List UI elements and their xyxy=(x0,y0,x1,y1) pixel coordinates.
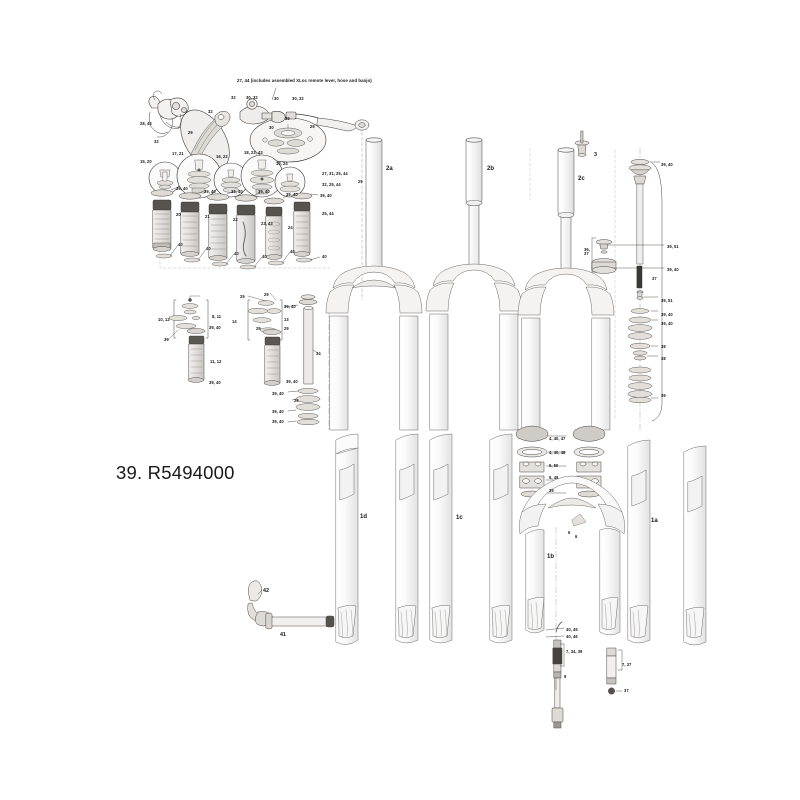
callout-c-40-b2: 40 xyxy=(206,246,211,251)
callout-c-39-51-r2: 39, 51 xyxy=(661,298,673,303)
callout-c-27-31: 27, 31, 25, 44 xyxy=(322,171,348,176)
callout-c-13: 13 xyxy=(284,317,289,322)
callout-c-29-m2: 29 xyxy=(264,292,269,297)
callout-c-39-40-t6: 39, 40 xyxy=(320,193,332,198)
callout-c-29-m1: 29 xyxy=(240,294,245,299)
callout-c-14: 14 xyxy=(232,319,237,324)
callout-c-37-r: 37 xyxy=(652,276,657,281)
callout-c-6-a: 6 xyxy=(568,530,571,535)
callout-c-29-m4: 29 xyxy=(284,326,289,331)
callout-c-37-bot: 37 xyxy=(624,688,629,693)
callout-c-10-12: 10, 12 xyxy=(158,317,170,322)
callout-c-29-d: 29 xyxy=(358,179,363,184)
callout-c-22: 22 xyxy=(233,217,238,222)
callout-c-39-40-r3: 39, 40 xyxy=(661,312,673,317)
callout-c-39-r: 39 xyxy=(661,393,666,398)
callout-c-26: 26 xyxy=(294,398,299,403)
callout-c-32-25-44: 32, 25, 44 xyxy=(322,182,341,187)
callout-c-39-cr: 39 xyxy=(549,488,554,493)
leg-label-1d: 1d xyxy=(360,514,368,520)
callout-c-39-51-r1: 39, 51 xyxy=(667,244,679,249)
callout-c-16-22: 16, 22 xyxy=(216,154,228,159)
callout-c-39-40-l2: 39, 40 xyxy=(209,380,221,385)
callout-c-38-r2: 38 xyxy=(661,356,666,361)
callout-c-39-40-t1: 39, 40 xyxy=(176,186,188,191)
callout-c-29-b: 29 xyxy=(285,116,290,121)
callout-c-40-b1: 40 xyxy=(178,242,183,247)
note-xloc: 27, 44 (includes assembled XLoc remote l… xyxy=(237,78,372,83)
callout-c-17-21: 17, 21 xyxy=(172,151,184,156)
callout-c-3: 3 xyxy=(594,152,598,158)
callout-c-32-b: 32 xyxy=(154,139,159,144)
callout-c-40-b5: 40 xyxy=(290,249,295,254)
callout-c-39-40-t4: 39, 40 xyxy=(258,189,270,194)
callout-c-39-40-m4: 39, 40 xyxy=(272,409,284,414)
callout-c-36-37: 36, 37 xyxy=(584,247,590,257)
callout-c-30-b: 30 xyxy=(269,125,274,130)
leg-label-1a: 1a xyxy=(651,518,658,524)
callout-c-7-34-39: 7, 34, 39 xyxy=(566,649,583,654)
callout-c-42: 42 xyxy=(263,588,270,594)
callout-c-34: 34 xyxy=(316,351,321,356)
callout-c-39-40-m2: 39, 40 xyxy=(286,379,298,384)
callout-c-38-r: 38 xyxy=(661,344,666,349)
callout-c-40-b3: 40 xyxy=(234,251,239,256)
callout-c-40-b6: 40 xyxy=(322,254,327,259)
callout-c-9: 9 xyxy=(564,674,567,679)
callout-c-28-43: 28, 43 xyxy=(140,121,152,126)
callout-c-39-40-m3: 39, 40 xyxy=(272,391,284,396)
callout-c-5-49: 5, 49 xyxy=(549,475,559,480)
callout-c-8-11: 8, 11 xyxy=(212,314,222,319)
callout-c-40-45: 40, 45 xyxy=(566,627,578,632)
callout-c-39-40-m1: 39, 40 xyxy=(284,304,296,309)
callout-c-11-12: 11, 12 xyxy=(210,359,222,364)
callout-c-30-a: 30 xyxy=(274,96,279,101)
callout-c-15-20: 15, 20 xyxy=(140,159,152,164)
callout-c-39-40-r2: 39, 40 xyxy=(667,267,679,272)
page-title: 39. R5494000 xyxy=(116,462,235,483)
callout-c-7-37: 7, 37 xyxy=(622,662,632,667)
callout-c-5-50: 5, 50 xyxy=(549,463,559,468)
leg-label-2a: 2a xyxy=(386,166,393,172)
callout-c-24: 24 xyxy=(288,225,293,230)
callout-c-32-a: 32 xyxy=(208,109,213,114)
callout-c-39-40-t2: 39, 40 xyxy=(204,189,216,194)
callout-c-29-body: 29 xyxy=(188,130,193,135)
leg-label-2c: 2c xyxy=(578,176,585,182)
callout-c-21: 21 xyxy=(205,214,210,219)
callout-c-25-44: 25, 44 xyxy=(322,211,334,216)
callout-c-30-32-a: 30, 32 xyxy=(246,95,258,100)
leg-label-1b: 1b xyxy=(547,554,555,560)
leg-label-2b: 2b xyxy=(487,166,495,172)
callout-c-39-l1: 39 xyxy=(164,337,169,342)
callout-c-39-40-l1: 39, 40 xyxy=(209,325,221,330)
callout-c-39-40-m5: 39, 40 xyxy=(272,419,284,424)
callout-c-4-40-48: 4, 40, 48 xyxy=(549,450,566,455)
callout-c-41: 41 xyxy=(280,632,287,638)
callout-c-30-32-b: 30, 32 xyxy=(292,96,304,101)
callout-c-19-24: 19, 24 xyxy=(276,161,288,166)
callout-c-39-40-r4: 39, 40 xyxy=(661,321,673,326)
callout-c-40-b4: 40 xyxy=(262,254,267,259)
callout-c-29-m3: 29 xyxy=(256,326,261,331)
callout-c-23-43: 23, 43 xyxy=(261,221,273,226)
callout-c-39-40-r1: 39, 40 xyxy=(661,162,673,167)
callout-c-29-c: 29 xyxy=(310,124,315,129)
callout-c-39-40-t3: 39, 40 xyxy=(231,189,243,194)
callout-c-39-40-t5: 39, 40 xyxy=(286,192,298,197)
callout-c-6-b: 6 xyxy=(575,534,578,539)
callout-c-40-46: 40, 46 xyxy=(566,634,578,639)
callout-c-20: 20 xyxy=(176,212,181,217)
callout-c-18-23-43: 18, 23, 43 xyxy=(244,150,263,155)
callout-c-4-40-47: 4, 40, 47 xyxy=(549,436,566,441)
callout-c-32-c: 32 xyxy=(231,95,236,100)
leg-label-1c: 1c xyxy=(456,515,463,521)
